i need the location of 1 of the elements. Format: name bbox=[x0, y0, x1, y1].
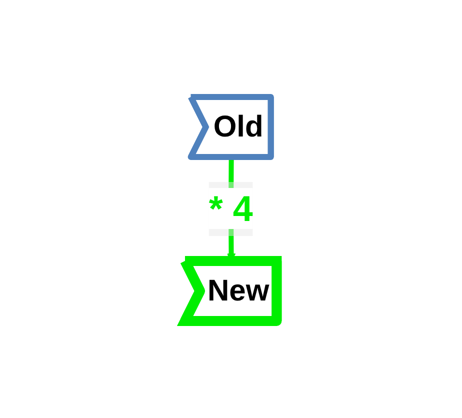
edge-label: * 4 bbox=[208, 188, 254, 229]
